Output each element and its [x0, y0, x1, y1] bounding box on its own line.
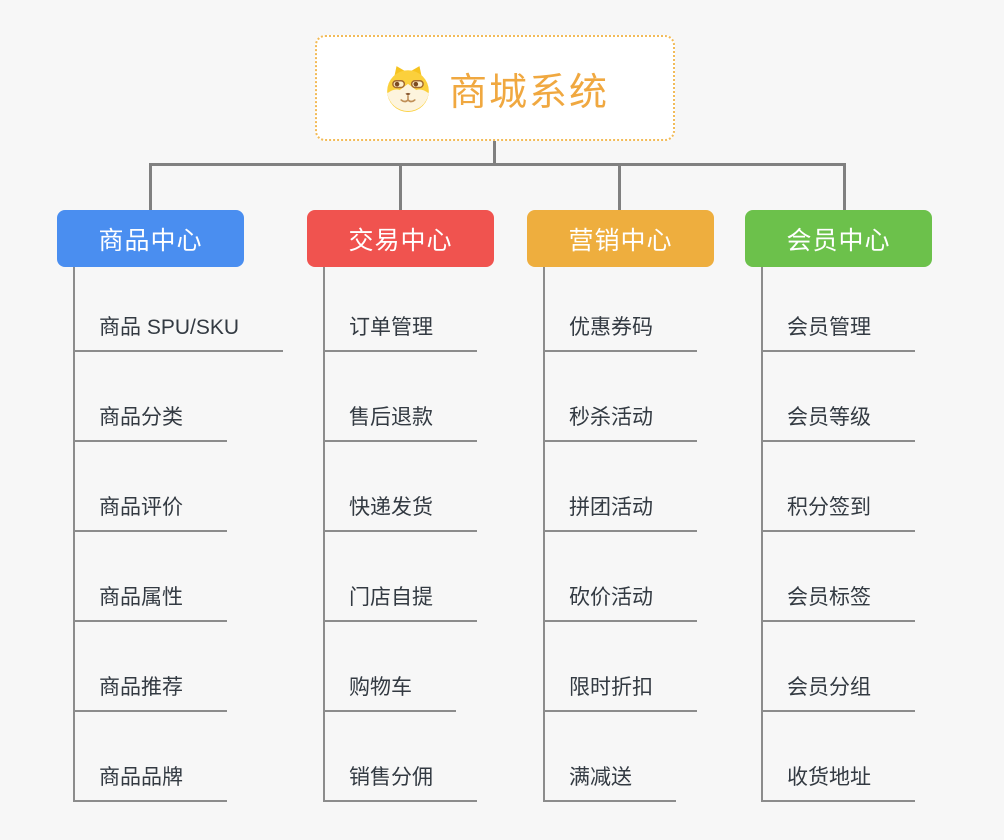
leaf-node[interactable]: 售后退款 — [323, 401, 477, 442]
children-trade-center: 订单管理 售后退款 快递发货 门店自提 购物车 销售分佣 — [323, 267, 477, 802]
leaf-node[interactable]: 会员分组 — [761, 671, 915, 712]
child-column-line — [543, 267, 545, 802]
connector-horizontal-bar — [149, 163, 846, 166]
root-node-mall-system[interactable]: 商城系统 — [315, 35, 675, 141]
leaf-node[interactable]: 订单管理 — [323, 311, 477, 352]
leaf-node[interactable]: 商品品牌 — [73, 761, 227, 802]
leaf-node[interactable]: 购物车 — [323, 671, 456, 712]
connector-drop-member — [843, 165, 846, 211]
branch-label: 会员中心 — [786, 226, 891, 255]
leaf-node[interactable]: 销售分佣 — [323, 761, 477, 802]
leaf-node[interactable]: 商品推荐 — [73, 671, 227, 712]
leaf-node[interactable]: 会员等级 — [761, 401, 915, 442]
children-marketing-center: 优惠券码 秒杀活动 拼团活动 砍价活动 限时折扣 满减送 — [543, 267, 697, 802]
leaf-node[interactable]: 限时折扣 — [543, 671, 697, 712]
branch-node-trade-center[interactable]: 交易中心 — [307, 210, 494, 267]
leaf-node[interactable]: 会员标签 — [761, 581, 915, 622]
branch-label: 交易中心 — [348, 226, 453, 255]
connector-drop-product — [149, 165, 152, 211]
branch-node-product-center[interactable]: 商品中心 — [57, 210, 244, 267]
leaf-node[interactable]: 满减送 — [543, 761, 676, 802]
leaf-node[interactable]: 商品分类 — [73, 401, 227, 442]
leaf-node[interactable]: 商品 SPU/SKU — [73, 311, 284, 352]
children-product-center: 商品 SPU/SKU 商品分类 商品评价 商品属性 商品推荐 商品品牌 — [73, 267, 284, 802]
leaf-node[interactable]: 会员管理 — [761, 311, 915, 352]
root-node-label: 商城系统 — [448, 71, 609, 114]
children-member-center: 会员管理 会员等级 积分签到 会员标签 会员分组 收货地址 — [761, 267, 915, 802]
leaf-node[interactable]: 门店自提 — [323, 581, 477, 622]
leaf-node[interactable]: 商品评价 — [73, 491, 227, 532]
leaf-node[interactable]: 快递发货 — [323, 491, 477, 532]
child-column-line — [761, 267, 763, 802]
leaf-node[interactable]: 商品属性 — [73, 581, 227, 622]
child-column-line — [73, 267, 75, 802]
branch-label: 商品中心 — [98, 226, 203, 255]
connector-drop-marketing — [618, 165, 621, 211]
connector-drop-trade — [399, 165, 402, 211]
child-column-line — [323, 267, 325, 802]
leaf-node[interactable]: 收货地址 — [761, 761, 915, 802]
leaf-node[interactable]: 优惠券码 — [543, 311, 697, 352]
leaf-node[interactable]: 砍价活动 — [543, 581, 697, 622]
branch-label: 营销中心 — [568, 226, 673, 255]
leaf-node[interactable]: 积分签到 — [761, 491, 915, 532]
branch-node-marketing-center[interactable]: 营销中心 — [527, 210, 714, 267]
leaf-node[interactable]: 拼团活动 — [543, 491, 697, 532]
dog-face-icon — [387, 66, 429, 112]
branch-node-member-center[interactable]: 会员中心 — [745, 210, 932, 267]
connector-root-stem — [493, 141, 496, 164]
leaf-node[interactable]: 秒杀活动 — [543, 401, 697, 442]
